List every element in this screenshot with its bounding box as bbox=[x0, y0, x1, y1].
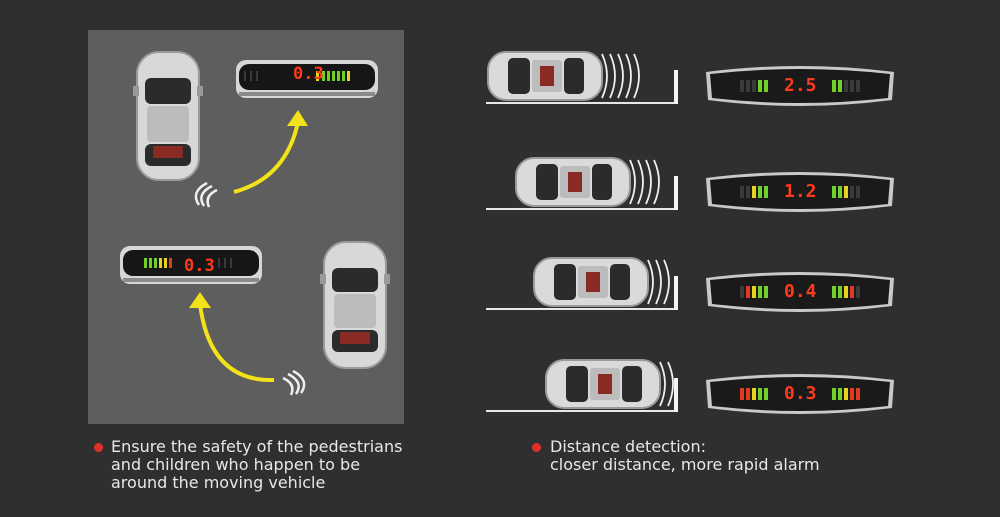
top-display-reading: 0.3 bbox=[293, 64, 324, 84]
curved-arrow-icon bbox=[189, 292, 275, 383]
car-top-view-icon bbox=[133, 51, 203, 181]
road-line bbox=[486, 378, 678, 412]
left-caption: Ensure the safety of the pedestrians and… bbox=[111, 438, 402, 492]
left-caption-line-3: around the moving vehicle bbox=[111, 473, 326, 492]
left-caption-line-2: and children who happen to be bbox=[111, 455, 361, 474]
bullet-icon bbox=[94, 443, 103, 452]
parking-display-icon bbox=[706, 374, 894, 414]
sound-wave-icon bbox=[282, 369, 306, 396]
sound-wave-icon bbox=[659, 361, 674, 407]
left-caption-line-1: Ensure the safety of the pedestrians bbox=[111, 437, 403, 456]
sound-wave-icon bbox=[629, 159, 660, 205]
road-line bbox=[486, 70, 678, 104]
display-reading: 1.2 bbox=[784, 181, 817, 202]
display-reading: 2.5 bbox=[784, 75, 817, 96]
parking-display-icon bbox=[236, 60, 378, 98]
sound-wave-icon bbox=[194, 181, 218, 208]
parking-display-icon bbox=[706, 272, 894, 312]
car-top-view-icon bbox=[533, 257, 649, 307]
display-reading: 0.3 bbox=[784, 383, 817, 404]
curved-arrow-icon bbox=[233, 110, 308, 194]
right-caption: Distance detection: closer distance, mor… bbox=[550, 438, 820, 474]
sound-wave-icon bbox=[601, 53, 640, 99]
car-top-view-icon bbox=[487, 51, 603, 101]
right-caption-line-1: Distance detection: bbox=[550, 437, 706, 456]
bullet-icon bbox=[532, 443, 541, 452]
bottom-display-reading: 0.3 bbox=[184, 256, 215, 276]
parking-display-icon bbox=[706, 66, 894, 106]
car-top-view-icon bbox=[515, 157, 631, 207]
sound-wave-icon bbox=[647, 259, 670, 305]
car-top-view-icon bbox=[320, 241, 390, 369]
road-line bbox=[486, 276, 678, 310]
display-reading: 0.4 bbox=[784, 281, 817, 302]
car-top-view-icon bbox=[545, 359, 661, 409]
road-line bbox=[486, 176, 678, 210]
parking-display-icon bbox=[706, 172, 894, 212]
parking-display-icon bbox=[120, 246, 262, 284]
right-caption-line-2: closer distance, more rapid alarm bbox=[550, 455, 820, 474]
